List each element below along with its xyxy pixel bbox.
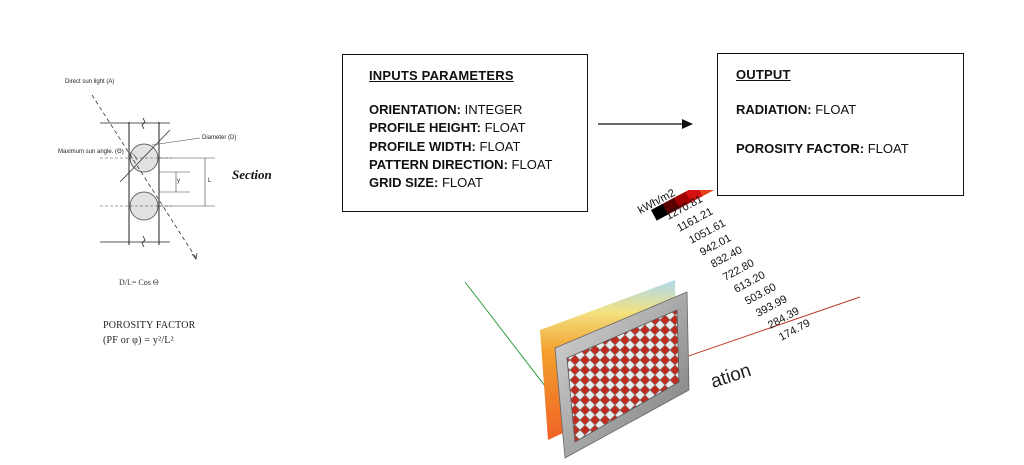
param-profile-width: PROFILE WIDTH: FLOAT (369, 138, 521, 154)
output-title: OUTPUT (736, 67, 791, 82)
section-diagram: Direct sun light (A) Diameter (D) Maximu… (0, 0, 330, 465)
legend-swatch (651, 203, 669, 221)
legend-swatch (696, 190, 715, 197)
inputs-title: INPUTS PARAMETERS (369, 68, 514, 83)
direct-sun-label: Direct sun light (A) (65, 79, 115, 85)
output-box: OUTPUT RADIATION: FLOAT POROSITY FACTOR:… (717, 53, 964, 196)
param-grid-size: GRID SIZE: FLOAT (369, 175, 483, 191)
diameter-label: Diameter (D) (202, 135, 237, 141)
profile-circle-bottom (129, 191, 159, 221)
param-profile-height: PROFILE HEIGHT: FLOAT (369, 120, 526, 136)
y-dimension-label: y (177, 178, 180, 184)
output-radiation: RADIATION: FLOAT (736, 102, 857, 117)
l-dimension-label: L (208, 178, 212, 184)
output-porosity-factor: POROSITY FACTOR: FLOAT (736, 141, 909, 156)
porosity-title: POROSITY FACTOR (103, 320, 196, 331)
radiation-model-render: ation (464, 280, 861, 459)
ratio-formula: D/L= Cos Θ (119, 278, 159, 287)
param-pattern-direction: PATTERN DIRECTION: FLOAT (369, 156, 553, 172)
axis-title: ation (708, 360, 754, 393)
color-legend (651, 190, 726, 221)
section-caption: Section (232, 167, 272, 182)
mesh-grid (566, 309, 680, 443)
legend-swatch (662, 197, 681, 215)
legend-swatch (685, 190, 703, 203)
max-sun-angle-label: Maximum sun angle. (Θ) (58, 149, 124, 155)
inputs-param-list: ORIENTATION: INTEGER PROFILE HEIGHT: FLO… (369, 101, 552, 192)
porosity-formula: (PF or φ) = y²/L² (103, 335, 174, 346)
flow-arrow (598, 119, 693, 129)
param-orientation: ORIENTATION: INTEGER (369, 102, 523, 117)
legend-swatch (673, 191, 692, 209)
legend-gradient-bar (651, 190, 726, 221)
sun-ray-line (91, 94, 197, 259)
inputs-parameters-box: INPUTS PARAMETERS ORIENTATION: INTEGER P… (342, 54, 588, 212)
section-drawing (91, 94, 215, 260)
